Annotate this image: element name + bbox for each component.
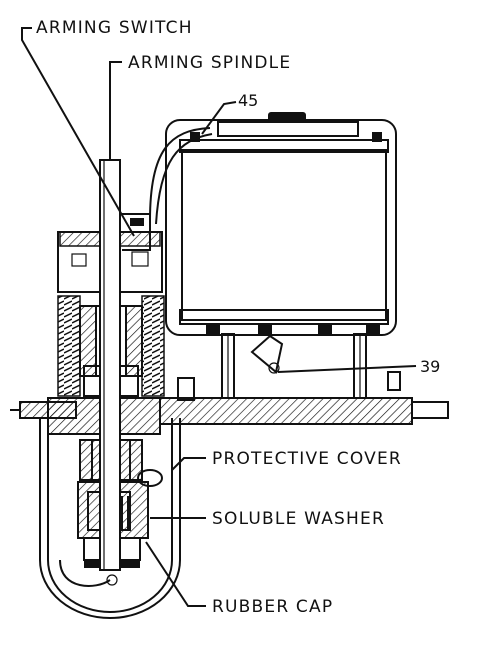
lever-arm xyxy=(250,334,284,374)
arming-switch-part xyxy=(122,213,151,251)
label-protective-cover: PROTECTIVE COVER xyxy=(212,449,402,469)
label-arming-spindle: ARMING SPINDLE xyxy=(128,53,291,73)
label-callout-39: 39 xyxy=(420,357,440,376)
label-arming-switch: ARMING SWITCH xyxy=(36,18,193,38)
label-callout-45: 45 xyxy=(238,91,258,110)
arming-spindle-rod xyxy=(99,159,121,571)
leader-lines xyxy=(21,27,417,607)
diagram-labels: ARMING SWITCH ARMING SPINDLE 45 39 PROTE… xyxy=(36,18,440,617)
box-bottom-bolts xyxy=(190,132,382,334)
lead-wire-loop xyxy=(149,127,213,225)
support-posts xyxy=(221,333,367,399)
battery-box xyxy=(165,112,397,336)
label-rubber-cap: RUBBER CAP xyxy=(212,597,333,617)
label-soluble-washer: SOLUBLE WASHER xyxy=(212,509,385,529)
